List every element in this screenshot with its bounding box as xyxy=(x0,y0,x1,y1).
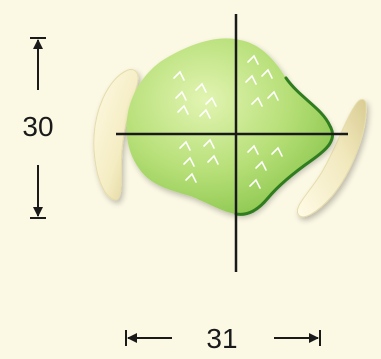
hair-mark xyxy=(255,160,267,171)
width-dim-right-arrow xyxy=(309,333,319,343)
hair-mark xyxy=(271,146,283,157)
hair-mark xyxy=(177,104,189,115)
hair-mark xyxy=(179,140,191,151)
hair-mark xyxy=(199,108,211,119)
hair-mark xyxy=(245,74,257,85)
height-dimension xyxy=(30,37,46,219)
leaf-hairs xyxy=(173,54,283,189)
height-dim-top-arrow xyxy=(33,39,43,49)
hair-mark xyxy=(247,144,259,155)
hair-mark xyxy=(195,82,207,93)
hair-mark xyxy=(249,178,261,189)
leaf-blade xyxy=(126,38,333,215)
width-dim-left-arrow xyxy=(127,333,137,343)
width-dimension xyxy=(125,330,321,346)
hair-mark xyxy=(183,156,195,167)
hair-mark xyxy=(207,154,219,165)
hair-mark xyxy=(247,54,259,65)
width-label: 31 xyxy=(206,323,237,354)
hair-mark xyxy=(251,96,263,107)
hair-mark xyxy=(175,90,187,101)
height-label: 30 xyxy=(22,111,53,142)
right-stipule xyxy=(296,99,367,218)
leaf-margin-edge xyxy=(234,76,335,216)
hair-mark xyxy=(261,68,273,79)
hair-mark xyxy=(203,138,215,149)
hair-mark xyxy=(173,70,185,81)
hair-mark xyxy=(185,172,197,183)
height-dim-bottom-arrow xyxy=(33,207,43,217)
hair-mark xyxy=(267,90,279,101)
hair-mark xyxy=(205,96,217,107)
